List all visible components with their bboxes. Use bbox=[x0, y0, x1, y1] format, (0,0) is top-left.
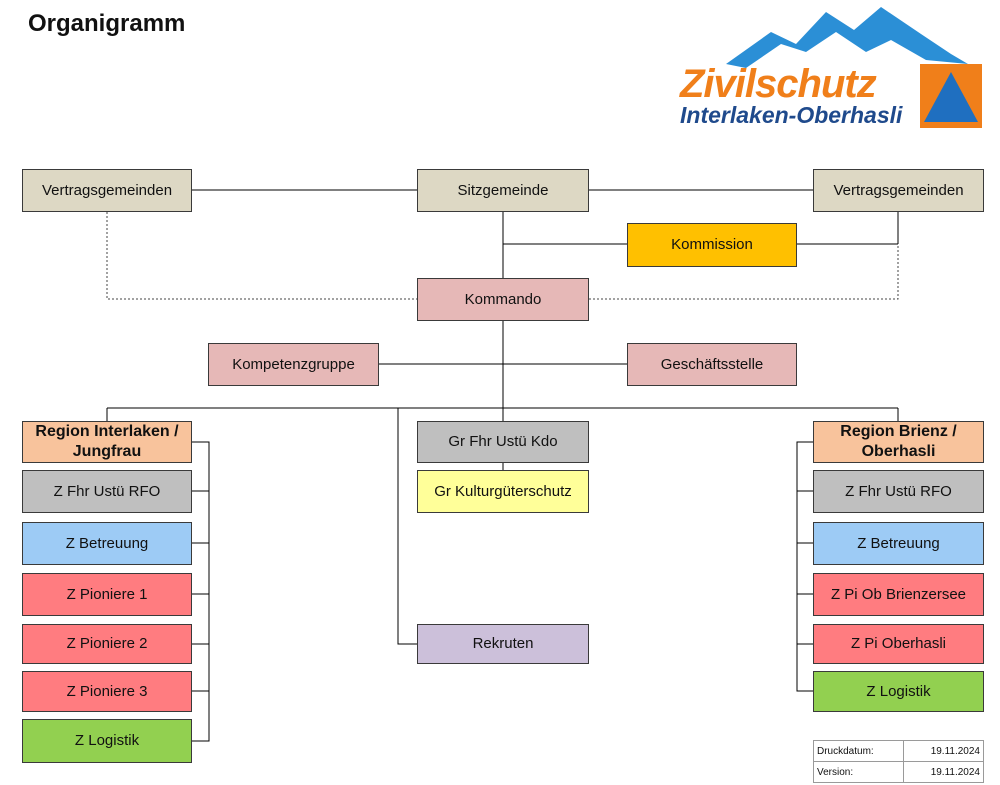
line-rekruten bbox=[397, 408, 418, 645]
box-right-unit-4: Z Pi Oberhasli bbox=[813, 624, 984, 664]
civil-defense-triangle bbox=[924, 72, 978, 122]
box-left-unit-1: Z Fhr Ustü RFO bbox=[22, 470, 192, 513]
box-sitzgemeinde: Sitzgemeinde bbox=[417, 169, 589, 212]
box-gr-kulturgueterschutz: Gr Kulturgüterschutz bbox=[417, 470, 589, 513]
box-geschaeftsstelle: Geschäftsstelle bbox=[627, 343, 797, 386]
box-kommando: Kommando bbox=[417, 278, 589, 321]
print-date-label: Druckdatum: bbox=[812, 740, 905, 762]
box-right-unit-5: Z Logistik bbox=[813, 671, 984, 712]
bracket-left bbox=[192, 441, 210, 742]
bracket-right bbox=[796, 441, 813, 692]
box-rekruten: Rekruten bbox=[417, 624, 589, 664]
mountain-shape bbox=[726, 7, 968, 68]
table-row: Version: 19.11.2024 bbox=[812, 761, 984, 783]
box-right-unit-3: Z Pi Ob Brienzersee bbox=[813, 573, 984, 616]
box-kommission: Kommission bbox=[627, 223, 797, 267]
box-left-unit-5: Z Pioniere 3 bbox=[22, 671, 192, 712]
dotted-line-left bbox=[106, 212, 417, 300]
print-date-value: 19.11.2024 bbox=[903, 740, 984, 762]
box-left-unit-2: Z Betreuung bbox=[22, 522, 192, 565]
version-label: Version: bbox=[812, 761, 905, 783]
box-region-brienz: Region Brienz / Oberhasli bbox=[813, 421, 984, 463]
box-left-unit-3: Z Pioniere 1 bbox=[22, 573, 192, 616]
box-kompetenzgruppe: Kompetenzgruppe bbox=[208, 343, 379, 386]
dotted-line-right bbox=[589, 244, 899, 300]
box-vertragsgemeinden-left: Vertragsgemeinden bbox=[22, 169, 192, 212]
page-title: Organigramm bbox=[28, 10, 186, 37]
box-left-unit-6: Z Logistik bbox=[22, 719, 192, 763]
table-row: Druckdatum: 19.11.2024 bbox=[812, 740, 984, 762]
box-right-unit-1: Z Fhr Ustü RFO bbox=[813, 470, 984, 513]
box-right-unit-2: Z Betreuung bbox=[813, 522, 984, 565]
print-info-table: Druckdatum: 19.11.2024 Version: 19.11.20… bbox=[812, 740, 984, 783]
box-left-unit-4: Z Pioniere 2 bbox=[22, 624, 192, 664]
box-region-interlaken: Region Interlaken / Jungfrau bbox=[22, 421, 192, 463]
version-value: 19.11.2024 bbox=[903, 761, 984, 783]
box-gr-fhr-ustue-kdo: Gr Fhr Ustü Kdo bbox=[417, 421, 589, 463]
logo-text-region: Interlaken-Oberhasli bbox=[680, 102, 903, 128]
zivilschutz-logo bbox=[726, 7, 982, 128]
logo-text-zivilschutz: Zivilschutz bbox=[680, 62, 877, 106]
box-vertragsgemeinden-right: Vertragsgemeinden bbox=[813, 169, 984, 212]
